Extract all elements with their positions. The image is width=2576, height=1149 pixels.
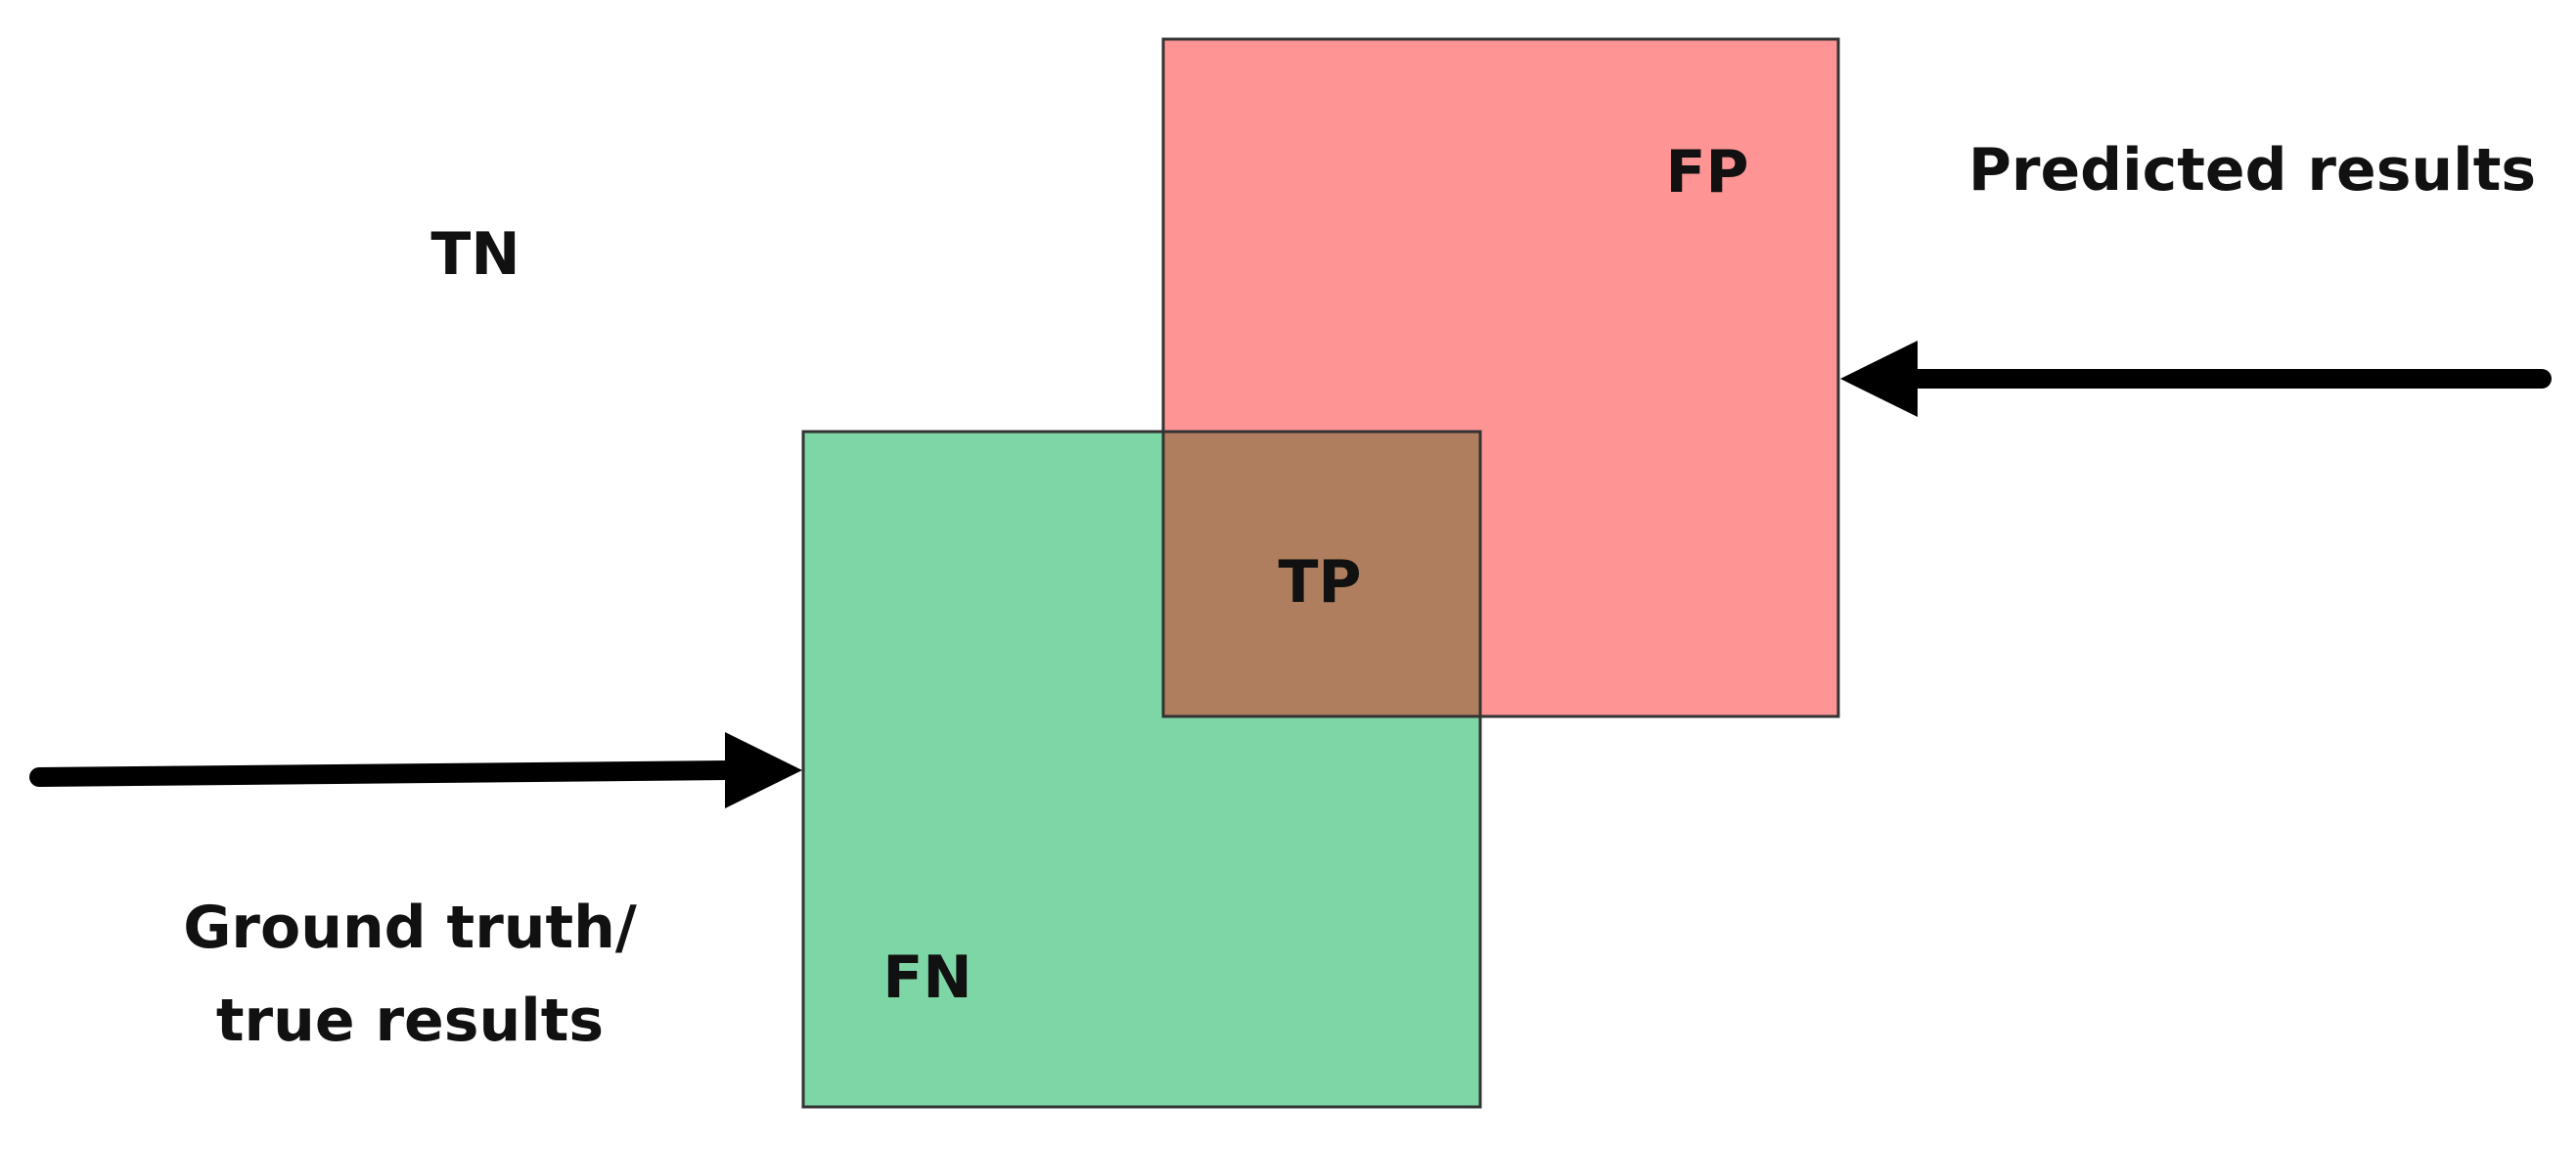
tn-label: TN [430, 220, 520, 289]
fn-label: FN [882, 943, 972, 1012]
arrow-left-icon [1840, 341, 2552, 417]
fp-label: FP [1666, 138, 1749, 207]
arrow-right-icon [29, 732, 802, 808]
predicted-results-label: Predicted results [1968, 136, 2536, 205]
overlap-tp-region [1161, 430, 1482, 718]
tp-label: TP [1279, 548, 1362, 617]
ground-truth-label-line2: true results [216, 987, 604, 1055]
ground-truth-label-line1: Ground truth/ [183, 894, 637, 962]
